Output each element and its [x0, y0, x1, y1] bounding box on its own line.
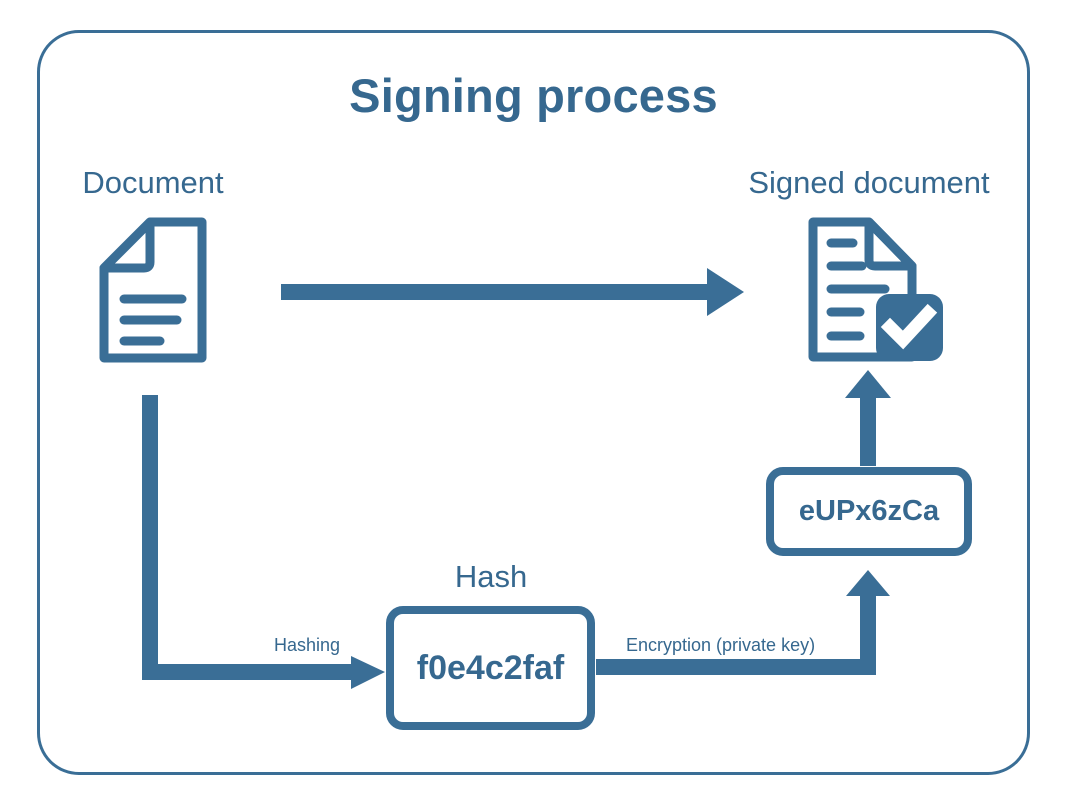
arrow-signature-to-signed	[845, 370, 891, 466]
arrow-document-to-signed	[281, 268, 744, 316]
encryption-edge-label: Encryption (private key)	[626, 635, 816, 655]
hashing-edge-label: Hashing	[274, 635, 341, 655]
diagram-title: Signing process	[349, 69, 718, 122]
hash-value-box: f0e4c2faf	[386, 606, 595, 730]
signed-document-text-lines	[826, 238, 890, 341]
document-text-lines	[119, 294, 187, 346]
arrow-hash-to-signature	[596, 570, 890, 675]
verified-check-badge	[876, 294, 943, 361]
signature-value-box: eUPx6zCa	[766, 467, 972, 556]
arrow-document-to-hash	[142, 395, 385, 689]
hash-label: Hash	[454, 559, 528, 594]
document-label: Document	[82, 165, 224, 200]
signed-document-label: Signed document	[748, 165, 990, 200]
diagram-frame	[37, 30, 1030, 775]
